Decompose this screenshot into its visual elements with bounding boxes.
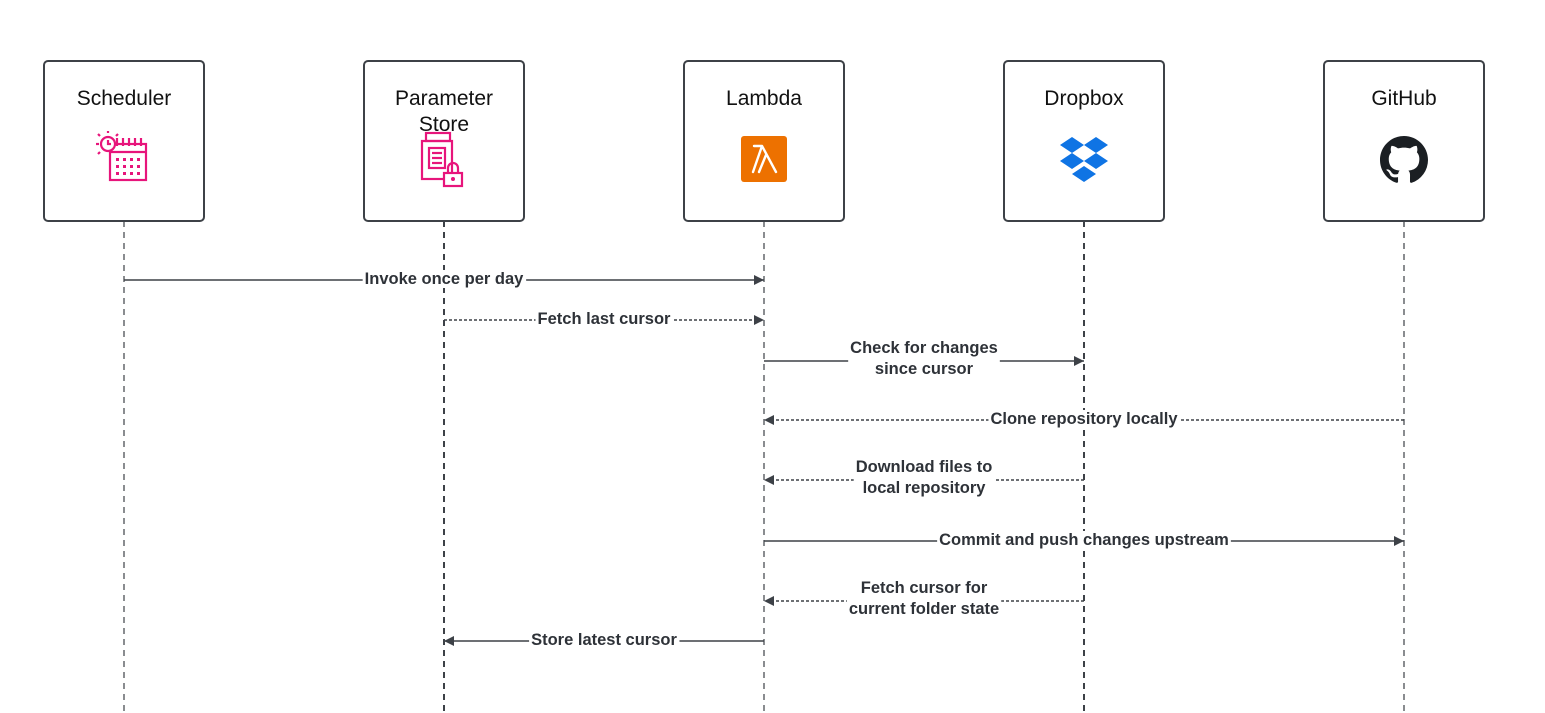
message-label: Clone repository locally	[990, 410, 1178, 428]
message-label-background	[937, 531, 1231, 549]
message-label: Check for changes	[850, 339, 998, 357]
message-label-background	[988, 410, 1181, 428]
message-7: Fetch cursor for current folder state	[764, 579, 1084, 618]
message-5: Download files to local repository	[764, 458, 1084, 497]
actor-scheduler: Scheduler	[43, 60, 205, 222]
message-label: Fetch last cursor	[538, 310, 672, 328]
message-label-background	[362, 270, 527, 288]
actor-name: Scheduler	[77, 87, 172, 110]
actor-name: Store	[419, 113, 469, 136]
message-label: Store latest cursor	[531, 631, 677, 649]
message-6: Commit and push changes upstream	[764, 531, 1404, 549]
parameter-store-icon	[420, 131, 464, 188]
github-icon	[1380, 136, 1428, 183]
message-label: Invoke once per day	[365, 270, 524, 288]
actor-name: Dropbox	[1044, 87, 1124, 110]
message-1: Invoke once per day	[124, 270, 764, 288]
message-label-background	[846, 579, 1002, 618]
message-4: Clone repository locally	[764, 410, 1404, 428]
message-label-background	[535, 310, 674, 328]
actor-github: GitHub	[1323, 60, 1485, 222]
message-2: Fetch last cursor	[444, 310, 764, 328]
message-3: Check for changes since cursor	[764, 339, 1084, 378]
message-label: local repository	[863, 479, 987, 497]
dropbox-icon	[1060, 137, 1108, 182]
message-label: current folder state	[849, 600, 999, 618]
message-label-background	[529, 631, 680, 649]
actor-dropbox: Dropbox	[1003, 60, 1165, 222]
actor-box	[1003, 60, 1165, 222]
message-8: Store latest cursor	[444, 631, 764, 649]
actor-name: GitHub	[1371, 87, 1436, 110]
lambda-icon	[741, 136, 787, 182]
actor-lambda: Lambda	[683, 60, 845, 222]
scheduler-calendar-icon	[96, 131, 148, 182]
message-label: since cursor	[875, 360, 974, 378]
actor-name: Lambda	[726, 87, 802, 110]
message-label: Commit and push changes upstream	[939, 531, 1229, 549]
message-label-background	[848, 339, 1000, 378]
message-label: Fetch cursor for	[861, 579, 988, 597]
message-label-background	[853, 458, 995, 497]
actor-name: Parameter	[395, 87, 493, 110]
message-label: Download files to	[856, 458, 993, 476]
